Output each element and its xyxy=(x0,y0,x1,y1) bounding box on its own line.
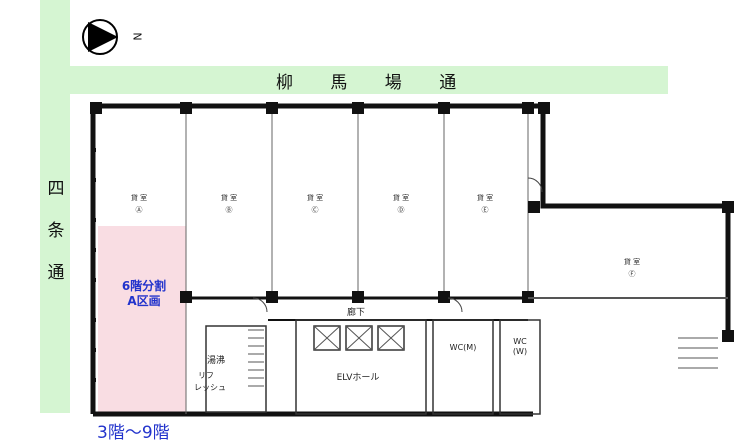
refresh-label-2: レッシュ xyxy=(194,383,226,392)
street-label-left-2: 条 xyxy=(47,221,65,241)
room-b-letter: Ⓑ xyxy=(226,206,233,214)
kitchen-label: 湯沸 xyxy=(207,354,225,366)
highlight-label-line2: A区画 xyxy=(127,294,161,308)
street-label-left-3: 通 xyxy=(47,263,65,283)
refresh-label: リフ xyxy=(198,371,214,380)
room-a-letter: Ⓐ xyxy=(136,206,143,214)
north-arrow-icon xyxy=(82,19,118,55)
room-a-name: 貸 室 xyxy=(131,193,147,202)
street-label-top: 柳 馬 場 通 xyxy=(276,73,473,93)
room-c-letter: Ⓒ xyxy=(312,206,319,214)
north-label: N xyxy=(130,32,144,41)
room-e-letter: Ⓔ xyxy=(482,206,489,214)
shijo-street xyxy=(40,0,70,413)
room-f-letter: Ⓕ xyxy=(629,270,636,278)
floor-plan: 貸 室 Ⓐ 貸 室 Ⓑ 貸 室 Ⓒ 貸 室 Ⓓ 貸 室 Ⓔ 貸 室 Ⓕ 廊下 E… xyxy=(90,102,734,417)
room-f-name: 貸 室 xyxy=(624,257,640,266)
highlight-label: 6階分割 A区画 xyxy=(104,279,184,309)
room-c-name: 貸 室 xyxy=(307,193,323,202)
room-b-name: 貸 室 xyxy=(221,193,237,202)
room-d-letter: Ⓓ xyxy=(398,206,405,214)
corridor-label: 廊下 xyxy=(347,306,365,318)
wc-w-label: WC xyxy=(513,337,527,346)
elv-hall-label: ELVホール xyxy=(337,372,380,383)
highlight-label-line1: 6階分割 xyxy=(121,279,167,293)
highlight-area-a xyxy=(98,226,186,414)
street-label-left-1: 四 xyxy=(47,179,65,199)
room-d-name: 貸 室 xyxy=(393,193,409,202)
floor-range-label: 3階～9階 xyxy=(97,423,170,443)
yanaginobaba-street xyxy=(40,66,668,94)
wc-m-label: WC(M) xyxy=(450,343,477,352)
wc-w-label-2: (W) xyxy=(513,347,527,356)
room-e-name: 貸 室 xyxy=(477,193,493,202)
